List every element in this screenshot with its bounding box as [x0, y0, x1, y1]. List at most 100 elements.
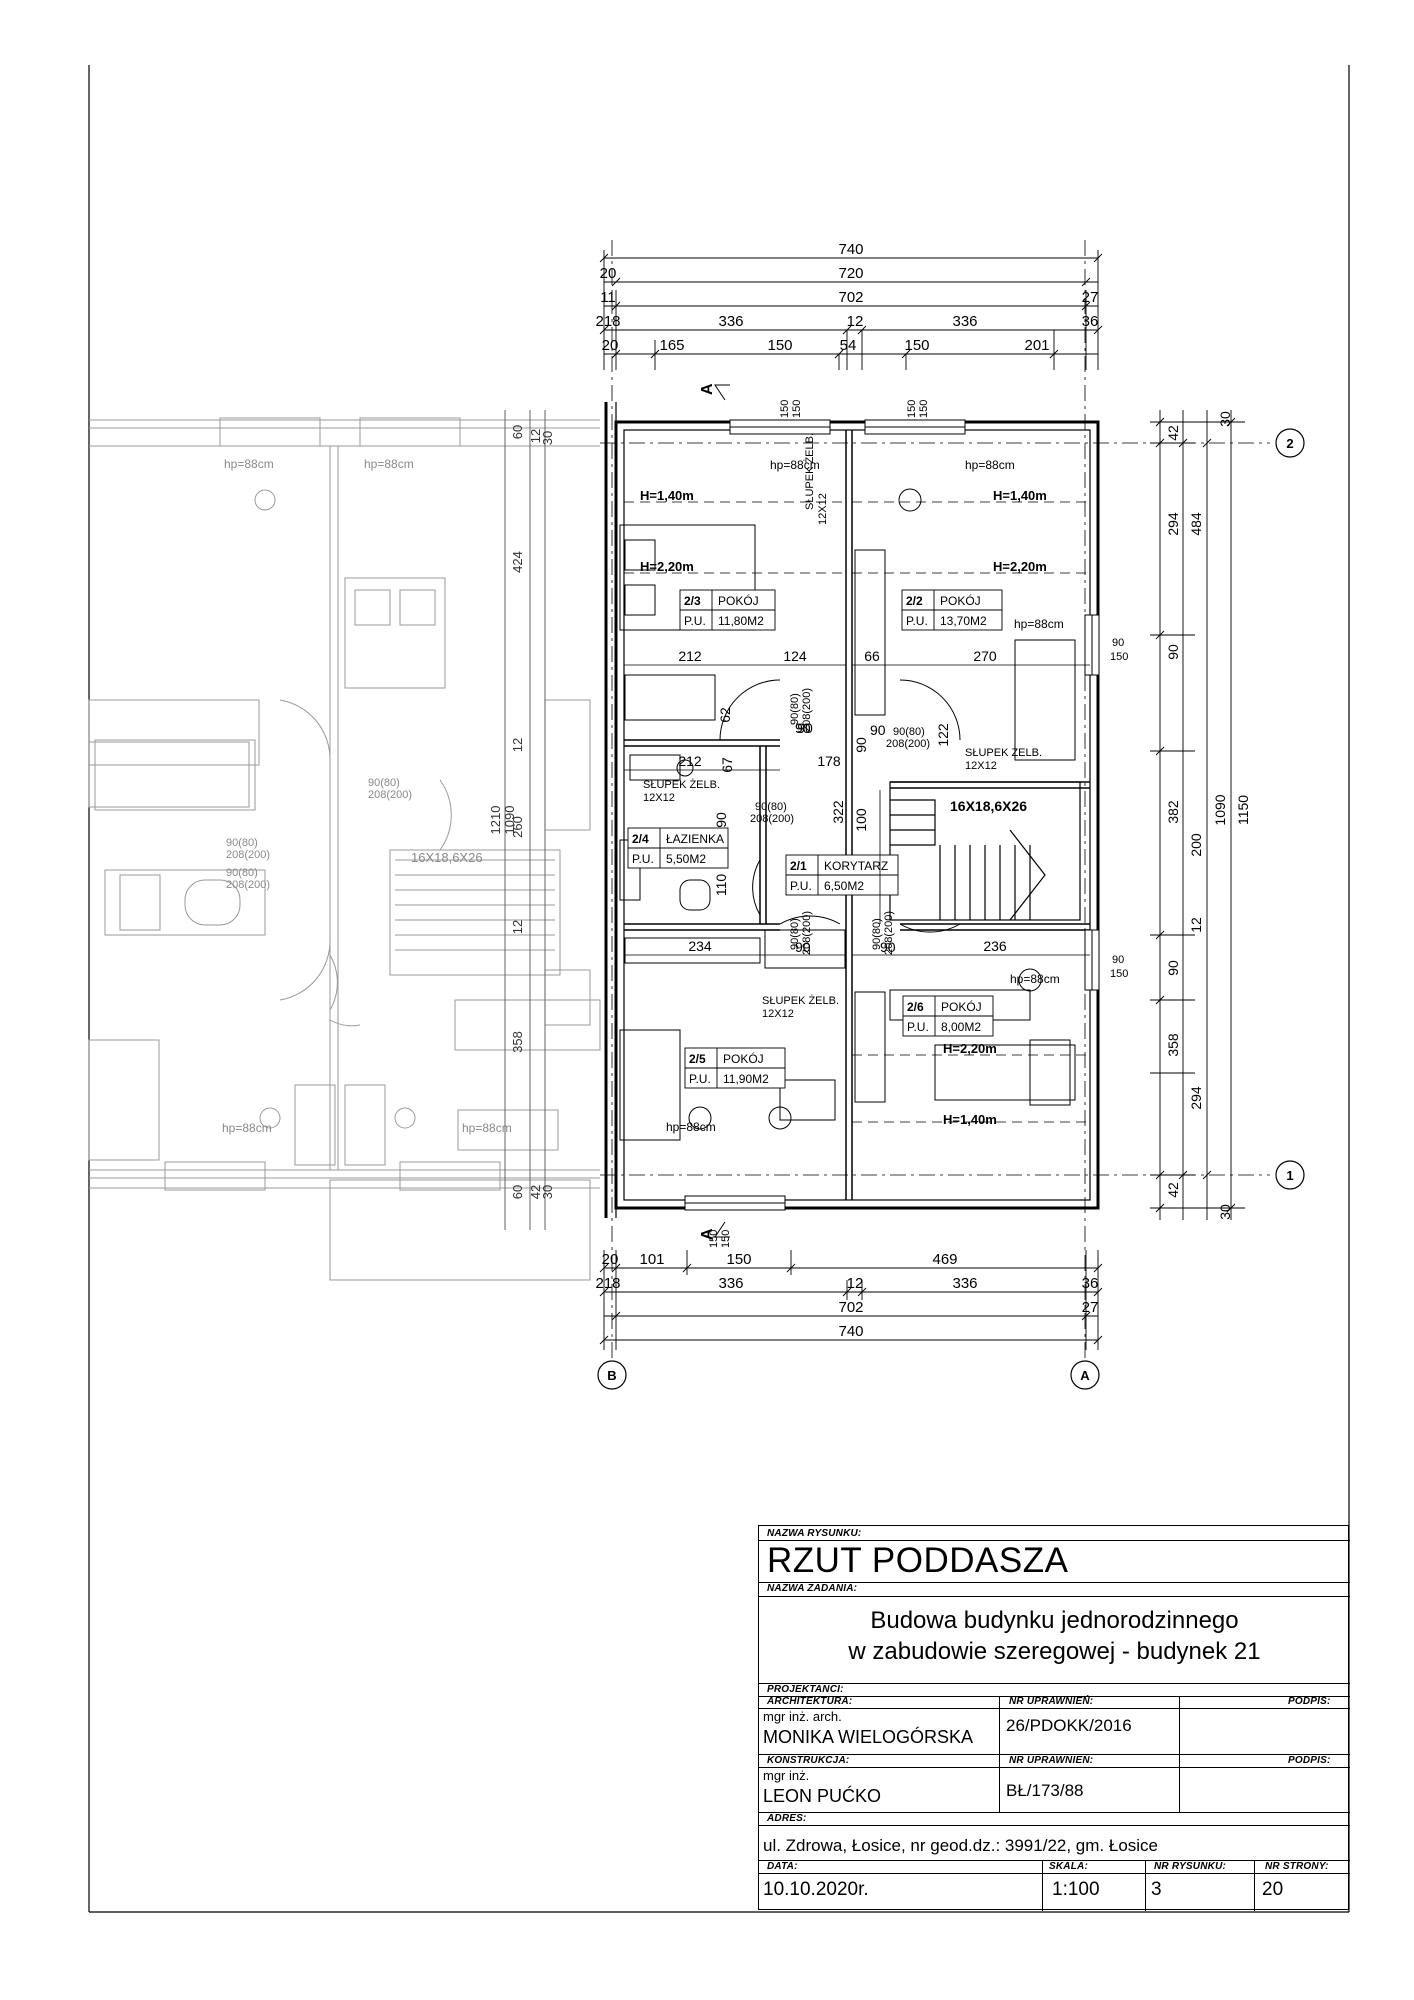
drawing-name-caption: NAZWA RYSUNKU: — [767, 1528, 862, 1539]
height-label: H=2,20m — [993, 559, 1047, 574]
height-label: H=1,40m — [943, 1112, 997, 1127]
axis-label-1: 1 — [1286, 1168, 1293, 1183]
dim-text: 382 — [1165, 800, 1181, 824]
room-number: 2/2 — [906, 594, 923, 608]
sill-height: hp=88cm — [1014, 617, 1064, 631]
door-size: 90(80) — [893, 726, 925, 738]
dim-text: 12 — [847, 1275, 864, 1292]
dim-text: 236 — [983, 938, 1007, 954]
column-size: 12X12 — [643, 792, 675, 804]
dim-text: 740 — [838, 1323, 863, 1340]
room-name: POKÓJ — [940, 593, 981, 608]
svg-text:208(200): 208(200) — [368, 789, 412, 801]
axis-label-2: 2 — [1286, 436, 1293, 451]
column-labels: SŁUPEK ŻELB. 12X12 SŁUPEK ŻELB. 12X12 SŁ… — [643, 433, 1042, 1020]
engineer-name: LEON PUĆKO — [763, 1786, 882, 1806]
height-label: H=1,40m — [993, 488, 1047, 503]
pu-label: P.U. — [632, 852, 654, 866]
dim-text: 42 — [1165, 1182, 1181, 1198]
divider — [759, 1754, 1350, 1755]
right-dimension-lines — [1150, 410, 1245, 1220]
dim-text: 740 — [838, 241, 863, 258]
architect-title: mgr inż. arch. — [763, 1709, 842, 1724]
pu-label: P.U. — [906, 614, 928, 628]
dim-text: 90 — [797, 720, 813, 736]
room-number: 2/3 — [684, 594, 701, 608]
dim-text: 42 — [528, 1185, 543, 1199]
divider — [1042, 1860, 1043, 1911]
dim-text: 336 — [718, 313, 743, 330]
task-line-1: Budowa budynku jednorodzinnego — [870, 1607, 1239, 1634]
window-size: 150 — [720, 1230, 732, 1248]
dim-text: 124 — [783, 648, 807, 664]
dim-text: 294 — [1165, 512, 1181, 536]
divider — [759, 1540, 1350, 1541]
page-number: 20 — [1262, 1879, 1284, 1900]
dim-text: 150 — [726, 1251, 751, 1268]
room-number: 2/1 — [790, 859, 807, 873]
dim-text: 1090 — [1212, 794, 1228, 825]
room-label-boxes — [627, 589, 1003, 1089]
windows — [684, 419, 1100, 1211]
dim-text: 212 — [678, 648, 702, 664]
room-area: 11,90M2 — [723, 1072, 769, 1086]
column-size: 12X12 — [762, 1008, 794, 1020]
divider — [1179, 1696, 1180, 1812]
task-caption: NAZWA ZADANIA: — [767, 1583, 858, 1594]
pu-label: P.U. — [684, 614, 706, 628]
svg-text:208(200): 208(200) — [226, 879, 270, 891]
sill-height-labels: hp=88cm hp=88cm hp=88cm hp=88cm hp=88cm — [666, 458, 1064, 1134]
stairs-label: 16X18,6X26 — [950, 798, 1027, 814]
dim-text: 201 — [1024, 337, 1049, 354]
bottom-dimension-lines — [599, 1250, 1103, 1350]
dim-text: 469 — [932, 1251, 957, 1268]
dim-text: 30 — [540, 1185, 555, 1199]
sill-height: hp=88cm — [965, 458, 1015, 472]
sill-height: hp=88cm — [1010, 972, 1060, 986]
column-label: SŁUPEK ŻELB. — [803, 433, 816, 510]
divider — [759, 1683, 1350, 1684]
dim-text: 90 — [713, 812, 729, 828]
dim-text: 100 — [853, 808, 869, 832]
dim-text: 62 — [717, 707, 733, 723]
dim-text: 212 — [678, 753, 702, 769]
dim-text: 12 — [510, 920, 525, 934]
door-width: 90 — [870, 722, 886, 738]
dim-text: 101 — [639, 1251, 664, 1268]
window-width: 90 — [1112, 954, 1124, 966]
svg-text:208(200): 208(200) — [226, 849, 270, 861]
window-size: 150 — [906, 400, 918, 418]
divider — [759, 1860, 1350, 1861]
page-number-caption: NR STRONY: — [1265, 1861, 1329, 1872]
dim-text: 218 — [595, 1275, 620, 1292]
door-swings — [719, 679, 961, 933]
room-area: 11,80M2 — [718, 614, 764, 628]
dim-text: 270 — [973, 648, 997, 664]
dim-text: 27 — [1082, 289, 1099, 306]
dim-text: 11 — [600, 289, 616, 306]
door-size: 208(200) — [801, 688, 813, 732]
constr-license-caption: NR UPRAWNIEŃ: — [1009, 1755, 1094, 1766]
dim-text: 90 — [1165, 960, 1181, 976]
dim-text: 484 — [1188, 512, 1204, 536]
pu-label: P.U. — [689, 1072, 711, 1086]
dim-text: 336 — [718, 1275, 743, 1292]
room-labels: 2/3 POKÓJ P.U. 11,80M2 2/2 POKÓJ P.U. 13… — [632, 593, 987, 1086]
dim-text: 702 — [838, 289, 863, 306]
inner-dimension-lines — [624, 664, 1090, 956]
window-height: 150 — [1110, 968, 1128, 980]
window-labels: 150 150 150 150 150 150 90 150 90 150 — [708, 400, 1128, 1248]
date-caption: DATA: — [767, 1861, 798, 1872]
signature-caption: PODPIS: — [1288, 1696, 1331, 1707]
dim-text: 12 — [528, 429, 543, 443]
dim-text: 150 — [767, 337, 792, 354]
divider — [759, 1767, 1350, 1768]
dim-text: 90 — [853, 737, 869, 753]
door-size: 90(80) — [755, 801, 787, 813]
window-width: 90 — [1112, 637, 1124, 649]
column-label: SŁUPEK ŻELB. — [643, 778, 720, 791]
dim-text: 178 — [817, 753, 841, 769]
room-area: 13,70M2 — [940, 614, 987, 628]
dim-text: 322 — [830, 800, 846, 824]
dim-text: 424 — [510, 551, 525, 573]
